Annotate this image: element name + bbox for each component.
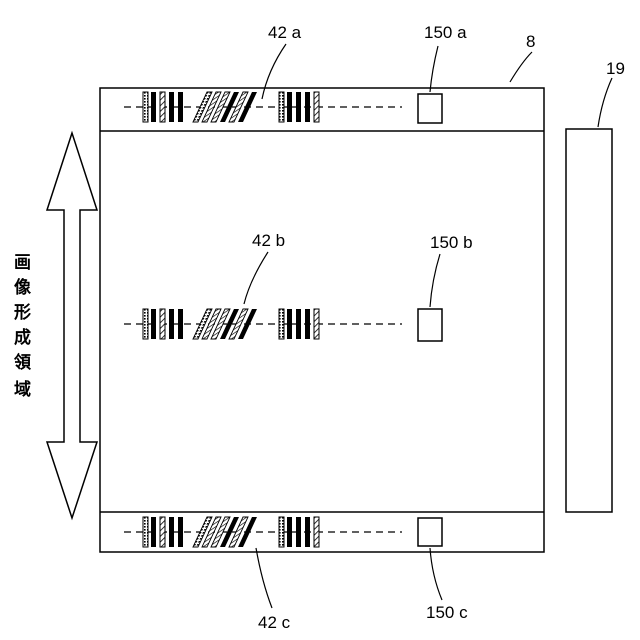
leader-19 [598,78,612,127]
leader-150a [430,46,438,92]
pattern-row-b [124,309,442,341]
vertical-char-6: 域 [14,379,31,400]
leader-150b [430,254,440,307]
label-8: 8 [526,32,535,51]
leader-150c [430,548,442,600]
label-42b: 42 b [252,231,285,250]
vertical-char-5: 領 [14,352,32,373]
side-unit [566,129,612,512]
sensor-150c [418,518,442,546]
leader-42a [262,44,286,99]
label-42a: 42 a [268,23,302,42]
pattern-row-a [124,92,442,123]
leader-42c [256,548,272,608]
vertical-char-1: 画 [14,253,31,273]
image-forming-area-arrow [47,133,97,518]
vertical-char-2: 像 [14,278,32,298]
leader-8 [510,52,532,82]
pattern-row-c [124,517,442,547]
label-150a: 150 a [424,23,467,42]
belt-frame [100,88,544,552]
sensor-150a [418,94,442,123]
label-150c: 150 c [426,603,468,622]
label-19: 19 [606,59,625,78]
label-150b: 150 b [430,233,473,252]
label-42c: 42 c [258,613,291,632]
image-forming-area-label: 画 像 形 成 領 域 [14,253,32,400]
sensor-150b [418,309,442,341]
vertical-char-3: 形 [14,302,31,323]
vertical-char-4: 成 [14,327,31,348]
leader-42b [244,252,268,304]
